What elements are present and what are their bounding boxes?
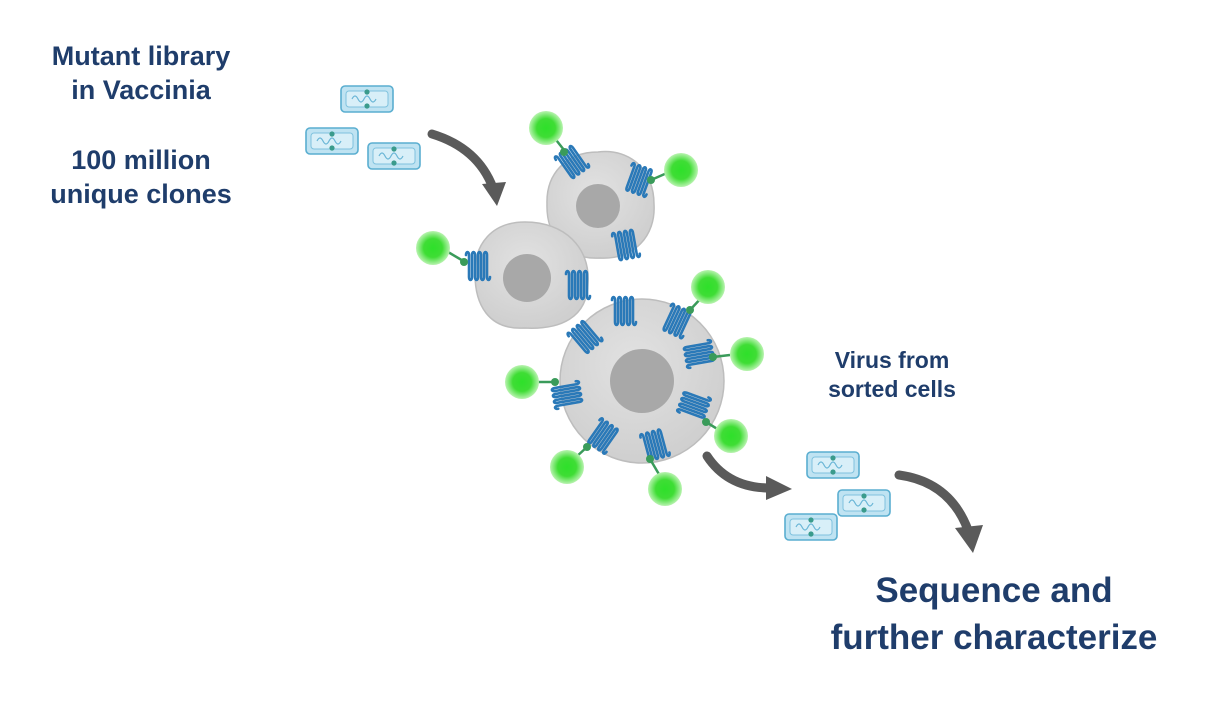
unique-clones-label: 100 million unique clones	[28, 144, 254, 212]
ligands	[416, 111, 764, 506]
ligand-icon	[730, 337, 764, 371]
mutant-library-line1: Mutant library	[51, 41, 231, 71]
unique-clones-line1: 100 million	[71, 145, 211, 175]
virion-icon	[367, 142, 421, 170]
ligand-icon	[529, 111, 563, 145]
cell-top	[546, 135, 668, 263]
ligand-icon	[648, 472, 682, 506]
sequence-label-line2: further characterize	[830, 617, 1158, 657]
ligand-icon	[714, 419, 748, 453]
cell-nucleus	[610, 349, 674, 413]
virion-icon	[806, 451, 860, 479]
ligand-icon	[550, 450, 584, 484]
receptor-icon	[464, 250, 492, 282]
sequence-characterize-label: Sequence and further characterize	[810, 568, 1178, 661]
cell-nucleus	[576, 184, 620, 228]
cell-middle	[447, 221, 592, 329]
sequence-label-line1: Sequence and	[875, 571, 1113, 610]
virion-icon	[305, 127, 359, 155]
virus-label-line1: Virus from	[834, 347, 950, 373]
virion-icon	[837, 489, 891, 517]
receptor-icon	[564, 269, 592, 301]
virion-icon	[784, 513, 838, 541]
cell-sorted	[538, 295, 731, 477]
unique-clones-line2: unique clones	[50, 178, 232, 209]
arrow-to-cells	[427, 129, 506, 206]
virus-from-sorted-cells-label: Virus from sorted cells	[800, 346, 984, 404]
virus-label-line2: sorted cells	[828, 375, 956, 402]
ligand-icon	[664, 153, 698, 187]
ligand-icon	[691, 270, 725, 304]
ligand-icon	[416, 231, 450, 265]
mutant-library-label: Mutant library in Vaccinia	[28, 40, 254, 108]
virion-icon	[340, 85, 394, 113]
receptor-icon	[610, 295, 638, 327]
cell-nucleus	[503, 254, 551, 302]
ligand-icon	[505, 365, 539, 399]
arrow-to-virus	[702, 451, 792, 500]
mutant-library-line2: in Vaccinia	[71, 74, 211, 105]
arrow-to-sequence	[894, 470, 983, 553]
